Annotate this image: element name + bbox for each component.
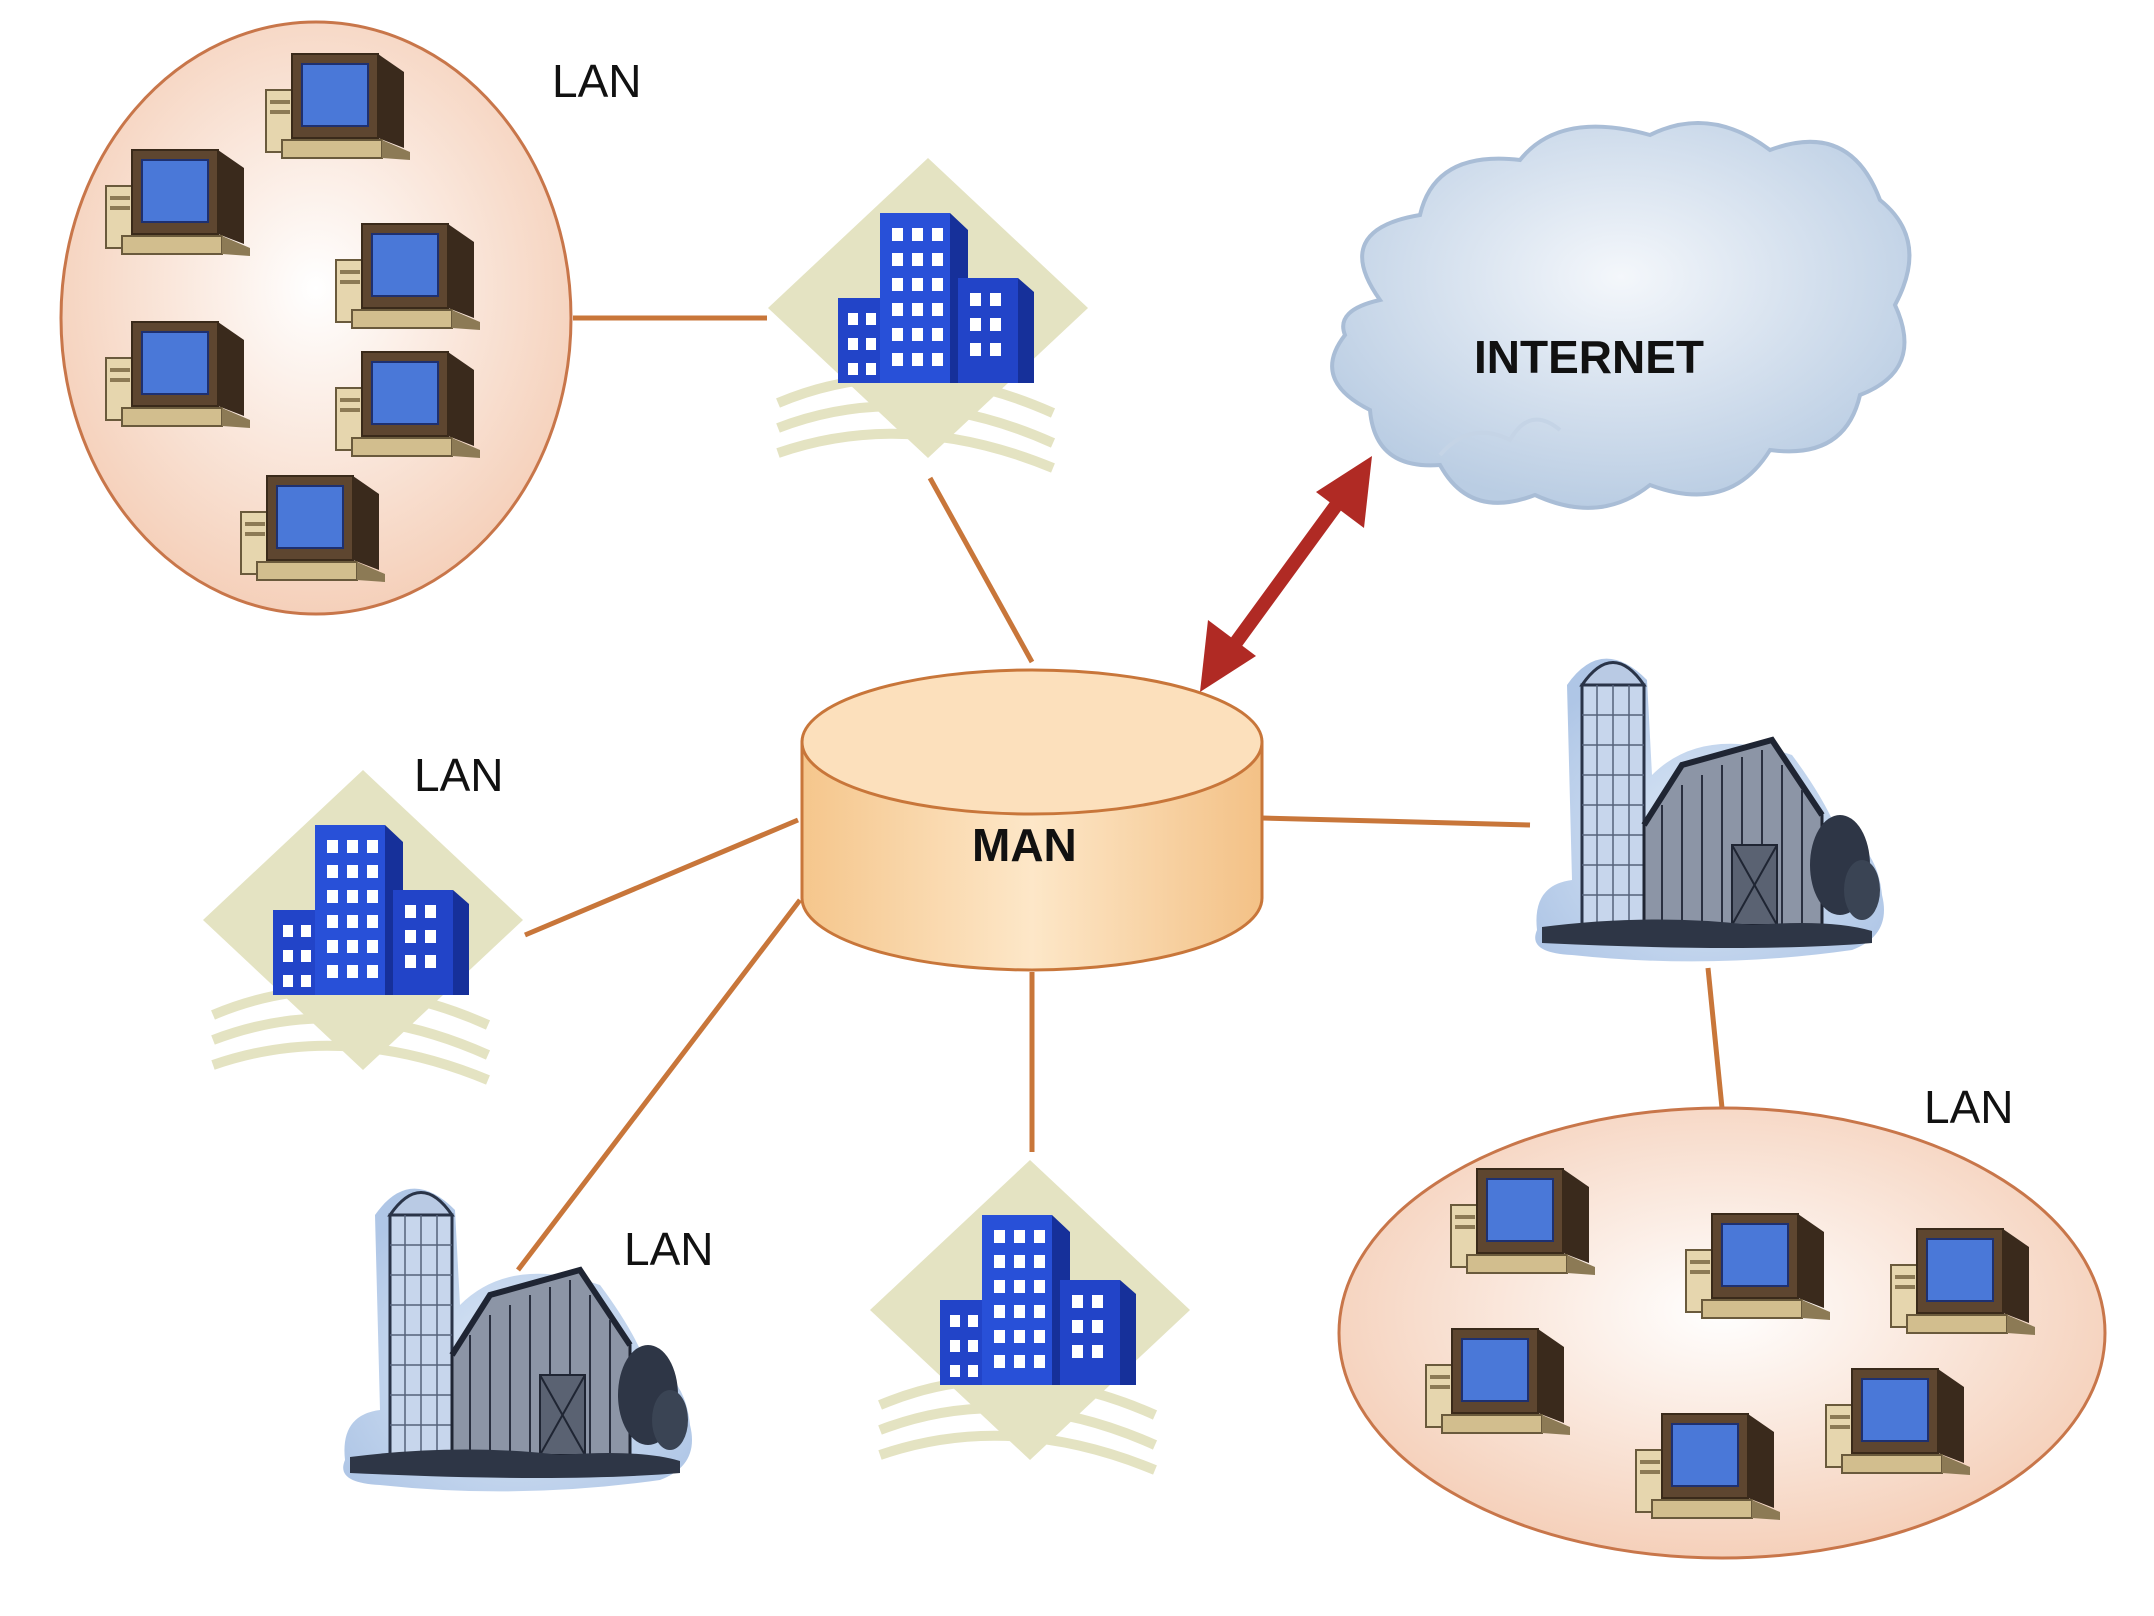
- connection-lines: [516, 315, 1725, 1272]
- office-building-icon: [870, 1160, 1190, 1470]
- link-man-building2: [524, 817, 799, 938]
- farm-silo-barn-icon: [1535, 659, 1884, 962]
- link-man-farm1: [1261, 815, 1531, 828]
- bidirectional-arrow: [1200, 456, 1372, 692]
- cloud-icon: [1330, 121, 1912, 510]
- link-man-farm2: [516, 898, 802, 1272]
- link-farm1-lan2: [1705, 967, 1725, 1109]
- lan-cluster-top-left: [59, 20, 573, 616]
- link-building1-man: [927, 476, 1035, 664]
- man-cylinder: [800, 668, 1264, 972]
- office-building-icon: [203, 770, 523, 1080]
- lan-cluster-bottom-right: [1337, 1106, 2107, 1560]
- man-label: MAN: [972, 819, 1077, 871]
- office-building-icon: [768, 158, 1088, 468]
- internet-label: INTERNET: [1474, 331, 1704, 383]
- lan-label-bottom-right: LAN: [1924, 1081, 2014, 1133]
- lan-label-bottom-farm: LAN: [624, 1223, 714, 1275]
- lan-label-mid-left: LAN: [414, 749, 504, 801]
- lan-label-top-left: LAN: [552, 55, 642, 107]
